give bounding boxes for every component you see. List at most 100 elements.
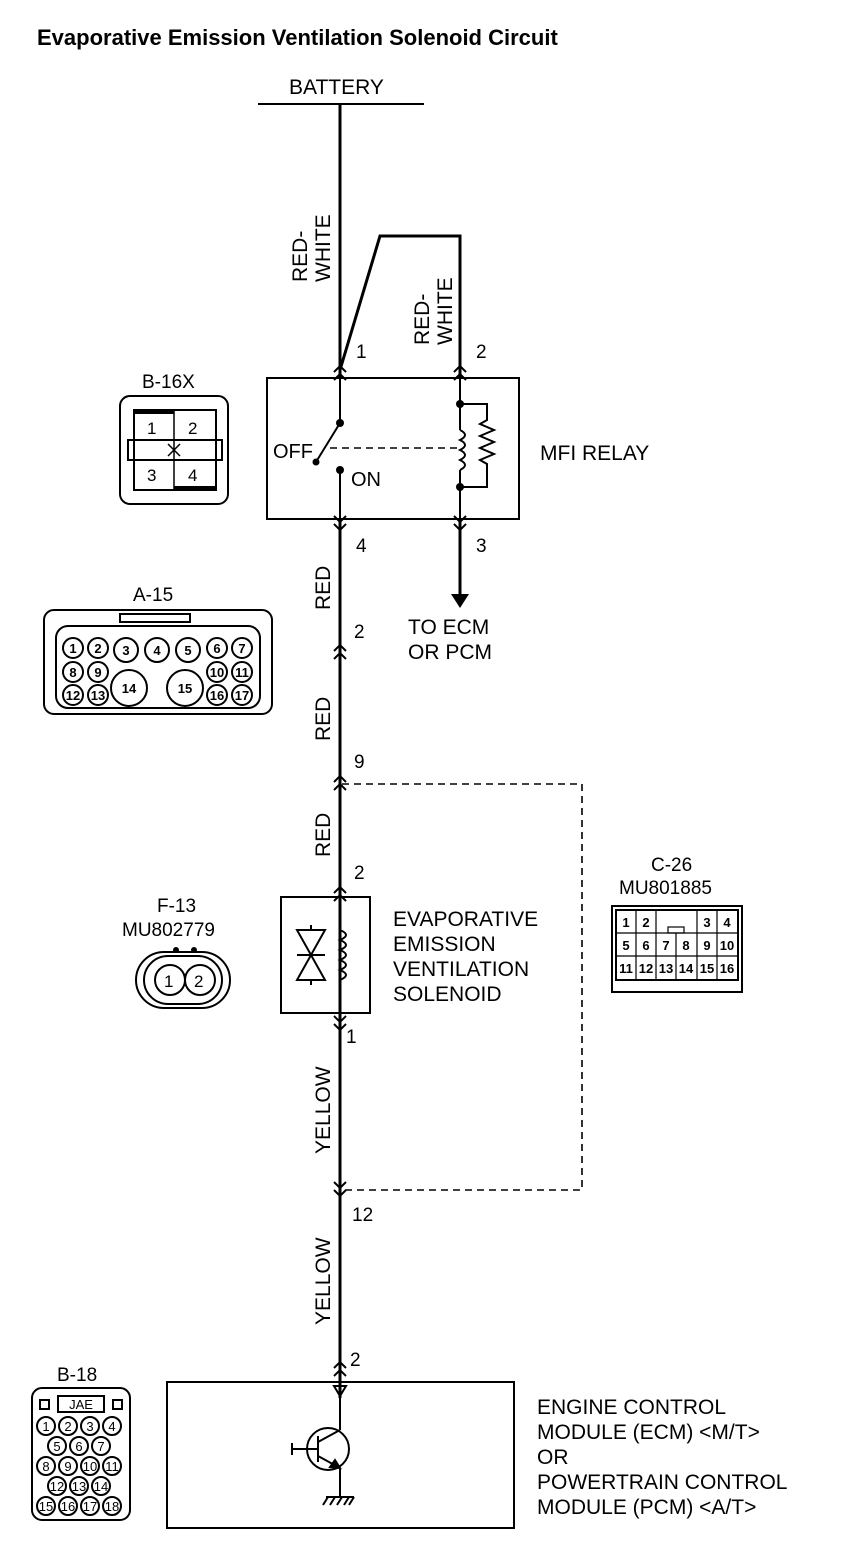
relay-pin-4: 4 xyxy=(356,536,367,557)
ecm-pin-2: 2 xyxy=(350,1350,361,1371)
solenoid-valve-icon xyxy=(295,925,327,985)
mfi-relay-box xyxy=(266,377,520,520)
relay-off-label: OFF xyxy=(273,441,313,463)
wire-label-red-1: RED xyxy=(312,566,335,610)
svg-text:13: 13 xyxy=(72,1479,86,1494)
battery-label: BATTERY xyxy=(289,76,384,99)
svg-text:14: 14 xyxy=(122,681,137,696)
solenoid-pin-2: 2 xyxy=(354,863,365,884)
ecm-label-5: MODULE (PCM) <A/T> xyxy=(537,1496,756,1519)
svg-text:16: 16 xyxy=(210,688,224,703)
svg-text:16: 16 xyxy=(61,1499,75,1514)
svg-text:2: 2 xyxy=(94,641,101,656)
svg-text:1: 1 xyxy=(164,972,173,991)
svg-text:8: 8 xyxy=(682,938,689,953)
svg-text:1: 1 xyxy=(42,1419,49,1434)
svg-text:14: 14 xyxy=(679,961,694,976)
svg-text:9: 9 xyxy=(703,938,710,953)
svg-text:4: 4 xyxy=(188,466,197,485)
ecm-label-1: ENGINE CONTROL xyxy=(537,1396,726,1419)
wire-label-yellow-1: YELLOW xyxy=(312,1066,335,1154)
svg-text:18: 18 xyxy=(105,1499,119,1514)
connector-b16x: B-16X 1 2 3 4 xyxy=(119,372,229,505)
connector-a15-name: A-15 xyxy=(133,585,173,606)
solenoid-pin-1: 1 xyxy=(346,1027,357,1048)
c26-pin-12: 12 xyxy=(352,1205,373,1226)
svg-text:5: 5 xyxy=(184,643,191,658)
relay-resistor xyxy=(460,403,497,488)
to-ecm-label-1: TO ECM xyxy=(408,616,489,639)
svg-text:3: 3 xyxy=(703,915,710,930)
solenoid-label-1: EVAPORATIVE xyxy=(393,908,538,931)
main-wire-pin-marks xyxy=(333,643,347,1377)
connector-b16x-name: B-16X xyxy=(142,372,195,393)
relay-pin-1: 1 xyxy=(356,342,367,363)
svg-text:4: 4 xyxy=(723,915,731,930)
relay-pin-marks xyxy=(333,364,467,532)
svg-text:5: 5 xyxy=(53,1439,60,1454)
svg-text:8: 8 xyxy=(42,1459,49,1474)
svg-text:7: 7 xyxy=(238,641,245,656)
ground-icon xyxy=(322,1496,355,1506)
svg-text:6: 6 xyxy=(642,938,649,953)
solenoid-box xyxy=(280,896,371,1014)
svg-text:7: 7 xyxy=(662,938,669,953)
svg-text:6: 6 xyxy=(75,1439,82,1454)
a15-pin-2: 2 xyxy=(354,622,365,643)
svg-text:16: 16 xyxy=(720,961,734,976)
svg-text:1: 1 xyxy=(147,419,156,438)
svg-text:2: 2 xyxy=(642,915,649,930)
svg-text:12: 12 xyxy=(66,688,80,703)
connector-c26: C-26 MU801885 1 2 3 4 5 6 7 8 9 10 11 12 xyxy=(611,855,743,993)
relay-on-label: ON xyxy=(351,469,381,491)
svg-text:3: 3 xyxy=(86,1419,93,1434)
svg-text:8: 8 xyxy=(69,665,76,680)
svg-text:2: 2 xyxy=(188,419,197,438)
transistor-icon xyxy=(291,1427,350,1497)
svg-text:12: 12 xyxy=(639,961,653,976)
wire-label-red-white-1b: WHITE xyxy=(312,214,335,282)
svg-text:11: 11 xyxy=(235,665,249,680)
relay-pin-3: 3 xyxy=(476,536,487,557)
svg-text:3: 3 xyxy=(147,466,156,485)
wire-label-red-2: RED xyxy=(312,697,335,741)
relay-coil xyxy=(457,429,466,471)
ecm-label-2: MODULE (ECM) <M/T> xyxy=(537,1421,760,1444)
connector-a15: A-15 1 2 3 4 5 6 7 8 9 10 11 12 13 xyxy=(43,585,273,715)
svg-text:5: 5 xyxy=(622,938,629,953)
svg-text:9: 9 xyxy=(94,665,101,680)
connector-f13-name: F-13 xyxy=(157,896,196,917)
svg-text:15: 15 xyxy=(700,961,714,976)
svg-text:4: 4 xyxy=(108,1419,115,1434)
svg-text:10: 10 xyxy=(210,665,224,680)
solenoid-label-2: EMISSION xyxy=(393,933,496,956)
a15-pin-9: 9 xyxy=(354,752,365,773)
ecm-label-3: OR xyxy=(537,1446,569,1469)
svg-text:15: 15 xyxy=(39,1499,53,1514)
svg-text:10: 10 xyxy=(720,938,734,953)
connector-c26-part: MU801885 xyxy=(619,878,712,899)
connector-b18-brand: JAE xyxy=(69,1397,93,1412)
wire-label-red-white-1a: RED- xyxy=(289,231,312,282)
connector-f13: F-13 MU802779 1 2 xyxy=(122,896,231,1009)
ecm-box xyxy=(166,1381,515,1529)
svg-text:17: 17 xyxy=(83,1499,97,1514)
svg-text:9: 9 xyxy=(64,1459,71,1474)
solenoid-label-3: VENTILATION xyxy=(393,958,529,981)
relay-switch-off-contact xyxy=(312,458,320,466)
svg-text:13: 13 xyxy=(659,961,673,976)
relay-switch-blade xyxy=(315,422,341,463)
diagram-title: Evaporative Emission Ventilation Solenoi… xyxy=(37,25,558,50)
svg-text:15: 15 xyxy=(178,681,192,696)
svg-text:2: 2 xyxy=(194,972,203,991)
wire-label-red-3: RED xyxy=(312,813,335,857)
ecm-label-4: POWERTRAIN CONTROL xyxy=(537,1471,787,1494)
wire-branch-relay2 xyxy=(338,234,462,378)
arrow-to-ecm xyxy=(451,594,469,608)
solenoid-coil xyxy=(337,929,347,981)
svg-text:13: 13 xyxy=(91,688,105,703)
to-ecm-label-2: OR PCM xyxy=(408,641,492,664)
svg-text:11: 11 xyxy=(619,961,633,976)
svg-text:11: 11 xyxy=(105,1459,119,1474)
